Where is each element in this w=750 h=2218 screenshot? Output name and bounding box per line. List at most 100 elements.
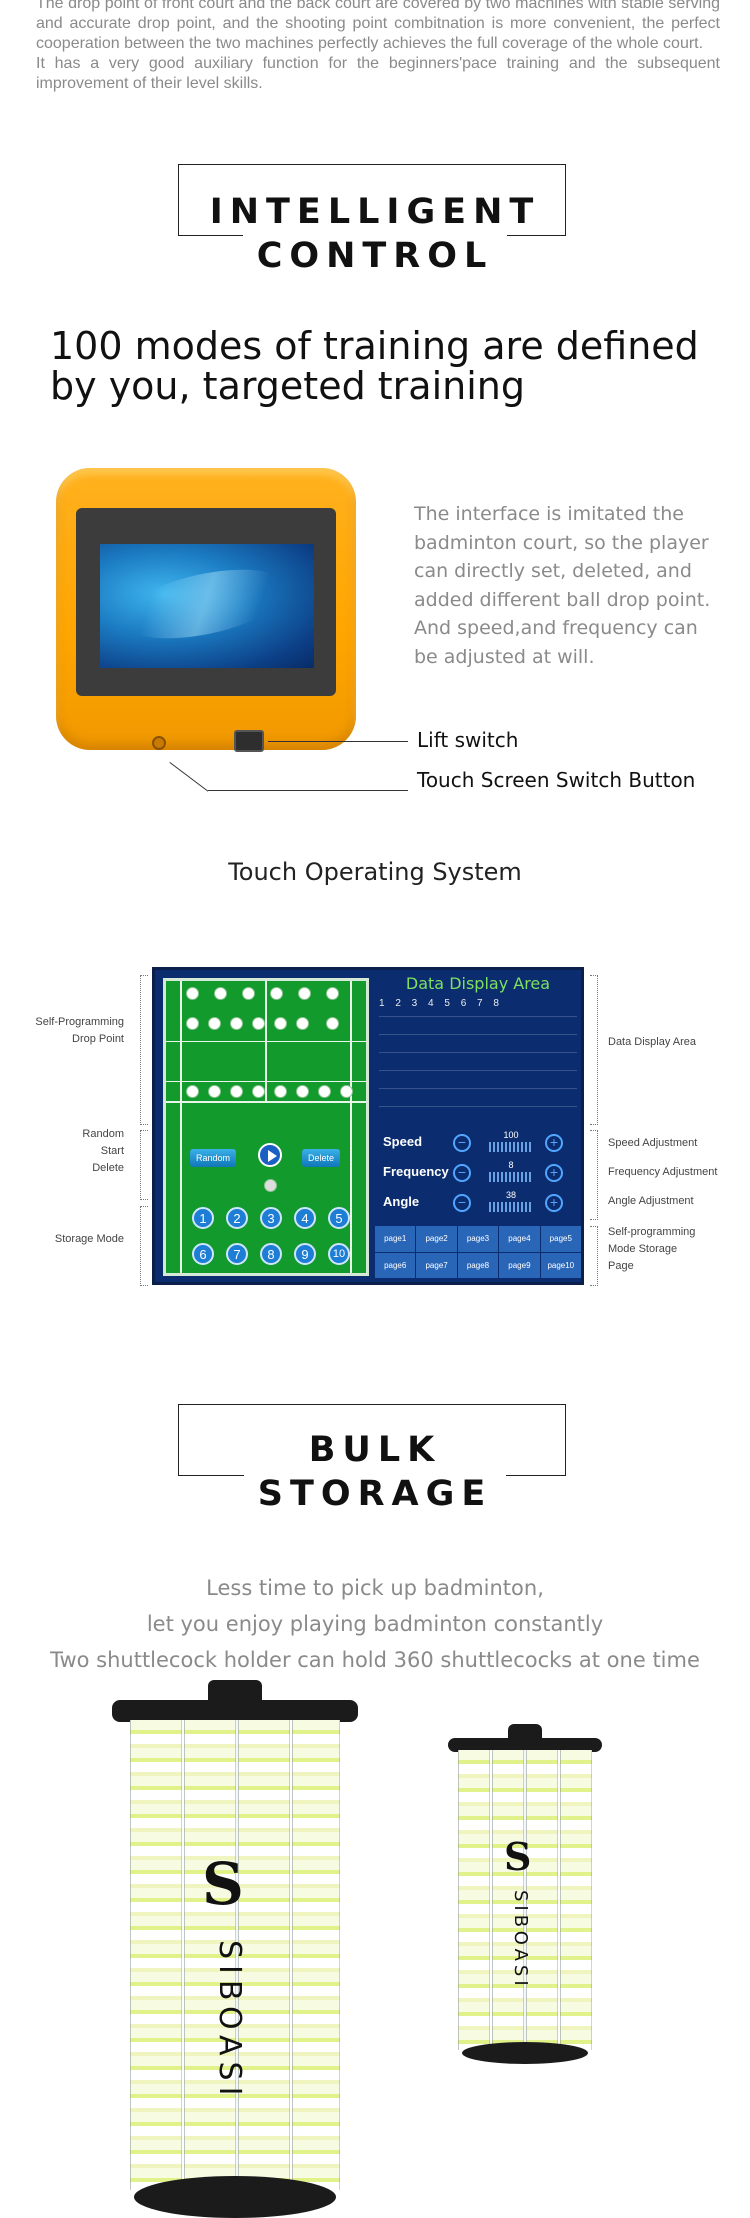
drop-point[interactable]	[230, 1085, 243, 1098]
large-shuttlecock-holder-image: S SIBOASI	[110, 1680, 360, 2218]
page-button[interactable]: page3	[457, 1226, 499, 1252]
drop-point[interactable]	[242, 987, 255, 1000]
siboasi-logo-mark: S	[202, 1850, 244, 1918]
label-frequency-adjustment: Frequency Adjustment	[608, 1166, 718, 1178]
page-button[interactable]: page4	[499, 1226, 540, 1252]
drop-point[interactable]	[326, 987, 339, 1000]
touch-os-heading: Touch Operating System	[228, 858, 522, 886]
drop-point[interactable]	[252, 1085, 265, 1098]
drop-point[interactable]	[252, 1017, 265, 1030]
angle-minus-button[interactable]: −	[453, 1194, 471, 1212]
storage-slot-1[interactable]: 1	[192, 1207, 214, 1229]
angle-level-bars	[489, 1202, 533, 1212]
tablet-screen	[100, 544, 314, 668]
drop-point[interactable]	[326, 1017, 339, 1030]
angle-label: Angle	[383, 1194, 420, 1209]
page-button[interactable]: page10	[540, 1252, 581, 1278]
lift-switch-label: Lift switch	[417, 728, 519, 752]
drop-point[interactable]	[274, 1085, 287, 1098]
frequency-label: Frequency	[383, 1164, 449, 1179]
drop-point[interactable]	[296, 1017, 309, 1030]
drop-point[interactable]	[274, 1017, 287, 1030]
page-button[interactable]: page7	[416, 1252, 457, 1278]
drop-point[interactable]	[214, 987, 227, 1000]
storage-description: Less time to pick up badminton, let you …	[0, 1570, 750, 1678]
lift-switch	[234, 730, 264, 752]
page-button[interactable]: page2	[416, 1226, 457, 1252]
speed-minus-button[interactable]: −	[453, 1134, 471, 1152]
indicator-light	[152, 736, 166, 750]
page-button[interactable]: page1	[375, 1226, 416, 1252]
bracket-adjustments	[590, 1130, 598, 1220]
label-self-programming-storage: Self-programming Mode Storage Page	[608, 1226, 696, 1272]
storage-line-2: let you enjoy playing badminton constant…	[146, 1612, 604, 1636]
random-button[interactable]: Random	[190, 1149, 237, 1167]
page-button[interactable]: page8	[457, 1252, 499, 1278]
storage-slot-8[interactable]: 8	[260, 1243, 282, 1265]
frequency-plus-button[interactable]: +	[545, 1164, 563, 1182]
label-data-display: Data Display Area	[608, 1036, 697, 1048]
storage-slot-4[interactable]: 4	[294, 1207, 316, 1229]
page-button[interactable]: page6	[375, 1252, 416, 1278]
frequency-minus-button[interactable]: −	[453, 1164, 471, 1182]
drop-point[interactable]	[208, 1085, 221, 1098]
delete-button[interactable]: Delete	[302, 1149, 341, 1167]
speed-value: 100	[503, 1130, 519, 1140]
drop-point[interactable]	[340, 1085, 353, 1098]
title-line-1: BULK	[294, 1428, 456, 1472]
frequency-row: Frequency − 8 +	[375, 1160, 581, 1186]
storage-slot-3[interactable]: 3	[260, 1207, 282, 1229]
siboasi-brand-small: SIBOASI	[510, 1890, 531, 1990]
tablet-bezel	[76, 508, 336, 696]
touch-button-callout-line	[208, 790, 408, 791]
storage-slot-7[interactable]: 7	[226, 1243, 248, 1265]
drop-point[interactable]	[296, 1085, 309, 1098]
title-line-2: CONTROL	[242, 234, 508, 278]
intro-paragraph-2: It has a very good auxiliary function fo…	[36, 55, 720, 92]
siboasi-logo-mark: S	[504, 1834, 532, 1879]
storage-page-grid: page1 page2 page3 page4 page5 page6 page…	[375, 1226, 581, 1278]
speed-row: Speed − 100 +	[375, 1130, 581, 1156]
drop-point[interactable]	[318, 1085, 331, 1098]
drop-point[interactable]	[298, 987, 311, 1000]
drop-point[interactable]	[208, 1017, 221, 1030]
touch-os-panel: Random Delete 1 2 3 4 5 6 7 8 9 10 Data …	[152, 967, 584, 1285]
storage-slot-10[interactable]: 10	[328, 1243, 350, 1265]
storage-slot-6[interactable]: 6	[192, 1243, 214, 1265]
touch-button-label: Touch Screen Switch Button	[417, 768, 696, 792]
storage-slot-9[interactable]: 9	[294, 1243, 316, 1265]
bracket-data-display	[590, 975, 598, 1125]
drop-point[interactable]	[270, 987, 283, 1000]
drop-point[interactable]	[230, 1017, 243, 1030]
angle-value: 38	[505, 1190, 516, 1200]
siboasi-brand-large: SIBOASI	[212, 1940, 247, 2102]
badminton-court: Random Delete 1 2 3 4 5 6 7 8 9 10	[163, 978, 369, 1276]
intro-text: The drop point of front court and the ba…	[36, 0, 720, 94]
data-display-numbers: 1 2 3 4 5 6 7 8	[379, 998, 503, 1009]
speed-plus-button[interactable]: +	[545, 1134, 563, 1152]
bracket-random	[140, 1130, 148, 1200]
frequency-value: 8	[508, 1160, 514, 1170]
start-button[interactable]	[258, 1143, 282, 1167]
storage-line-3: Two shuttlecock holder can hold 360 shut…	[50, 1648, 700, 1672]
storage-slot-5[interactable]: 5	[328, 1207, 350, 1229]
label-random-start-delete: Random Start Delete	[82, 1128, 124, 1174]
label-speed-adjustment: Speed Adjustment	[608, 1137, 698, 1149]
small-shuttlecock-holder-image: S SIBOASI	[448, 1724, 602, 2064]
bracket-self-programming	[140, 975, 148, 1125]
data-display-title: Data Display Area	[405, 974, 551, 993]
angle-row: Angle − 38 +	[375, 1190, 581, 1216]
page-button[interactable]: page5	[540, 1226, 581, 1252]
intro-paragraph-1: The drop point of front court and the ba…	[36, 0, 720, 52]
bracket-pages	[590, 1226, 598, 1286]
drop-point[interactable]	[186, 1017, 199, 1030]
lift-switch-callout-line	[268, 741, 408, 742]
bulk-storage-title: BULK STORAGE	[0, 1428, 750, 1516]
label-angle-adjustment: Angle Adjustment	[608, 1195, 694, 1207]
angle-plus-button[interactable]: +	[545, 1194, 563, 1212]
page-button[interactable]: page9	[499, 1252, 540, 1278]
data-display-area: Data Display Area 1 2 3 4 5 6 7 8	[375, 974, 581, 1274]
drop-point[interactable]	[186, 987, 199, 1000]
storage-slot-2[interactable]: 2	[226, 1207, 248, 1229]
drop-point[interactable]	[186, 1085, 199, 1098]
